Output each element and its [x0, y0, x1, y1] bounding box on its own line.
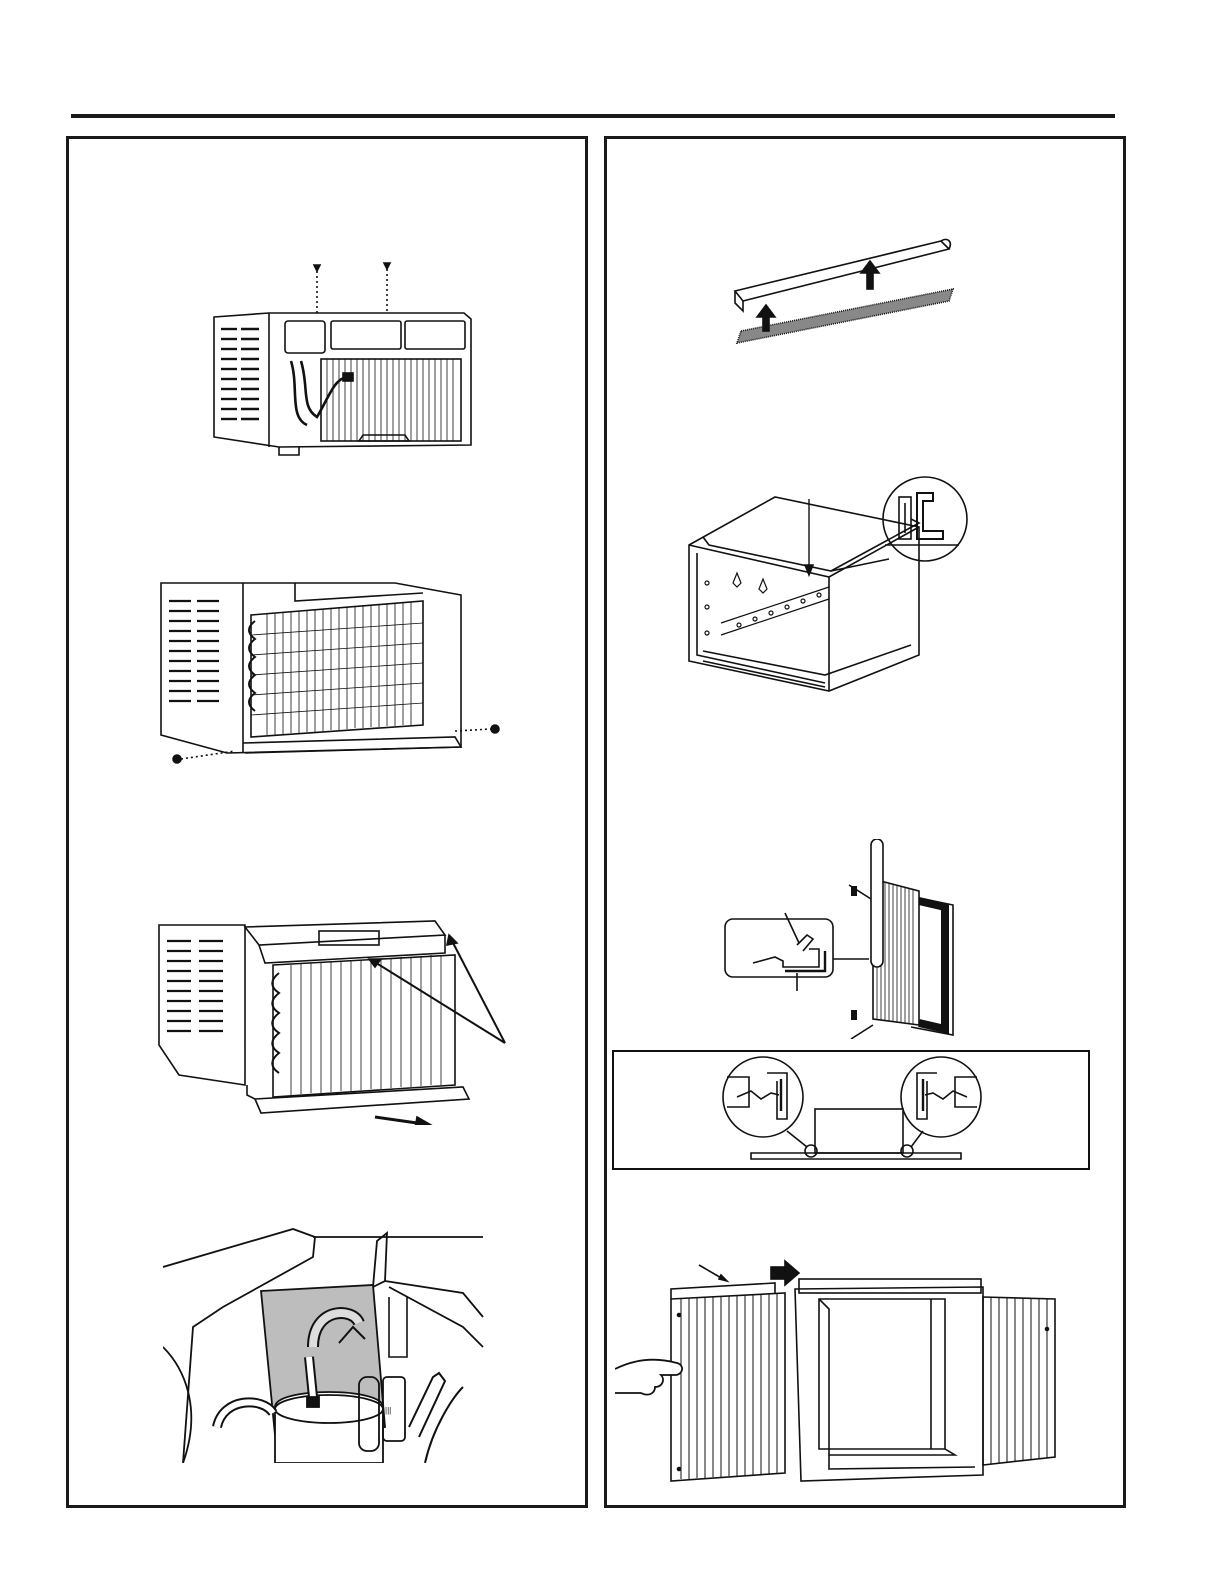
- accordion-panel-insert-icon: [723, 839, 963, 1039]
- chassis-slide-arrow-icon: [155, 915, 515, 1125]
- svg-text:|||: |||: [385, 1406, 391, 1415]
- left-instruction-panel: |||: [66, 136, 588, 1508]
- compressor-packing-icon: |||: [163, 1227, 487, 1463]
- air-conditioner-top-screws-icon: [209, 257, 489, 467]
- extend-side-panels-icon: [615, 1259, 1065, 1489]
- cabinet-top-rail-icon: [679, 475, 979, 695]
- right-instruction-panel: [604, 136, 1126, 1508]
- rail-foam-strip-icon: [727, 231, 957, 353]
- header-rule: [71, 114, 1115, 118]
- chassis-side-screws-icon: [155, 575, 505, 765]
- screw-icon: [314, 263, 390, 315]
- panel-joint-detail-icon: [611, 1049, 1091, 1171]
- right-arrow-icon: [771, 1261, 799, 1285]
